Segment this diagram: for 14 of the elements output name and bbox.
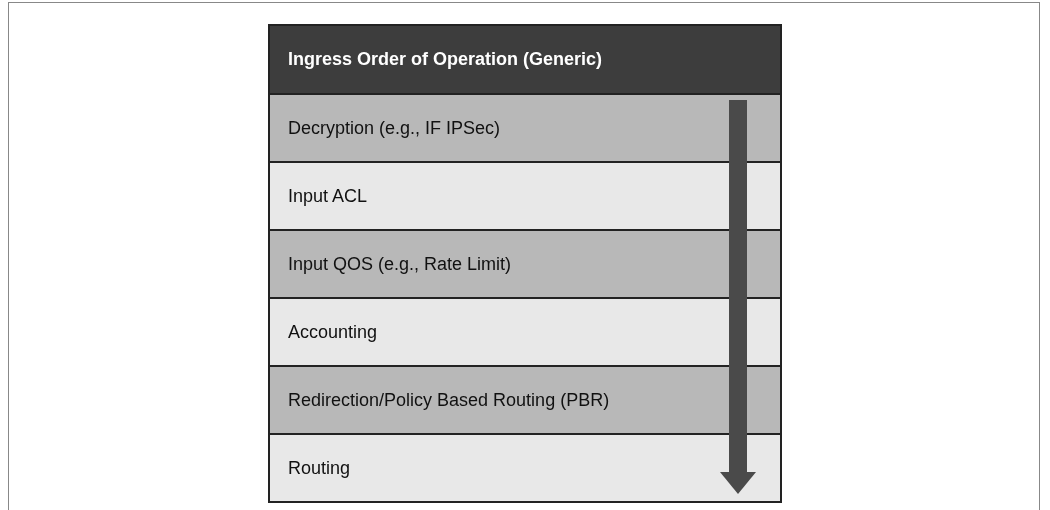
step-label: Routing xyxy=(288,456,351,480)
table-title: Ingress Order of Operation (Generic) xyxy=(288,48,603,71)
step-row xyxy=(270,299,780,365)
step-label: Redirection/Policy Based Routing (PBR) xyxy=(288,388,610,412)
header-row xyxy=(270,26,780,93)
step-row xyxy=(270,163,780,229)
step-row xyxy=(270,435,780,501)
step-row xyxy=(270,95,780,161)
step-row xyxy=(270,231,780,297)
step-row xyxy=(270,367,780,433)
step-label: Input QOS (e.g., Rate Limit) xyxy=(288,252,512,276)
step-label: Input ACL xyxy=(288,184,368,208)
step-label: Decryption (e.g., IF IPSec) xyxy=(288,116,501,140)
step-label: Accounting xyxy=(288,320,378,344)
